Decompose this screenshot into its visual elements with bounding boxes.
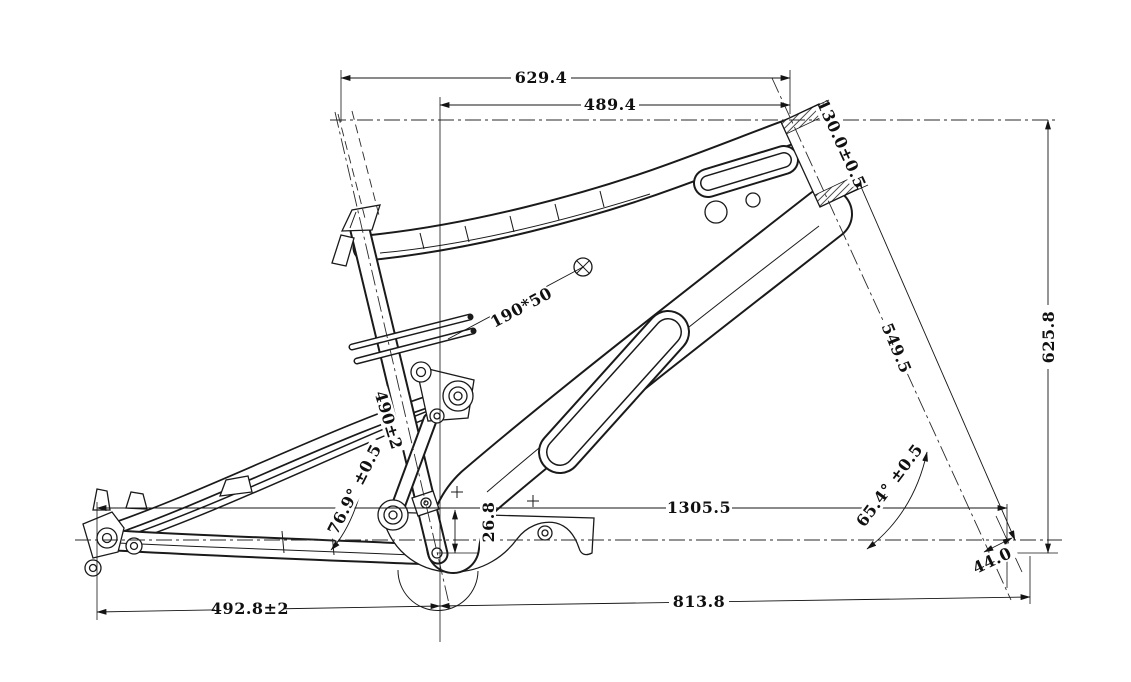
dim-fork-length: 549.5 bbox=[878, 319, 916, 378]
dim-head-angle-arc bbox=[866, 451, 928, 550]
dim-chainstay-label: 492.8±2 bbox=[211, 599, 289, 618]
dim-head-angle: 65.4° ±0.5 bbox=[850, 437, 929, 534]
dim-top-width-label: 629.4 bbox=[515, 68, 568, 87]
dim-fork-offset-line bbox=[983, 537, 1013, 553]
dim-front-center-line bbox=[439, 594, 1031, 609]
dim-head-angle-label: 65.4° ±0.5 bbox=[852, 440, 927, 530]
dim-wheelbase-label: 1305.5 bbox=[667, 498, 731, 517]
dim-front-center: 813.8 bbox=[669, 592, 729, 611]
dim-reach-label: 489.4 bbox=[584, 95, 637, 114]
dim-shock-size: 190*50 bbox=[487, 283, 555, 331]
dim-front-center-label: 813.8 bbox=[673, 592, 726, 611]
steering-axis bbox=[771, 77, 1012, 601]
dim-fork-length-line bbox=[844, 149, 1016, 541]
dim-stack: 625.8 bbox=[1039, 305, 1058, 369]
dim-shock-size-label: 190*50 bbox=[487, 283, 555, 331]
frame-artwork bbox=[82, 103, 859, 611]
dim-fork-length-label: 549.5 bbox=[878, 320, 916, 376]
dim-top-width: 629.4 bbox=[511, 68, 571, 87]
dim-stack-label: 625.8 bbox=[1039, 311, 1058, 364]
dim-bb-drop-label: 26.8 bbox=[479, 502, 498, 543]
dim-fork-offset: 44.0 bbox=[965, 541, 1019, 579]
dim-chainstay: 492.8±2 bbox=[211, 599, 289, 618]
seat-tube-axis bbox=[334, 111, 451, 609]
dim-bb-drop: 26.8 bbox=[479, 495, 498, 549]
plus-marker bbox=[451, 486, 539, 507]
dim-reach: 489.4 bbox=[581, 95, 639, 114]
dim-wheelbase: 1305.5 bbox=[666, 498, 732, 517]
